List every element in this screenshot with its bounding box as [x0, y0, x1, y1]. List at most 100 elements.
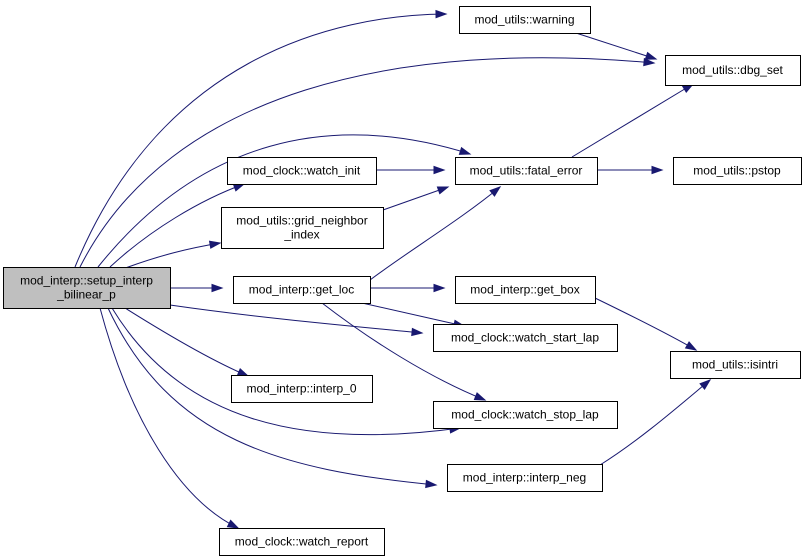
edge-line	[361, 302, 465, 327]
edge-arrowhead	[433, 283, 446, 293]
edge-arrowhead	[699, 379, 712, 390]
edge-get_box-to-isintri	[594, 297, 698, 351]
edge-get_loc-to-watch_stop_lap	[321, 302, 487, 401]
edge-arrowhead	[489, 186, 502, 197]
node-label: mod_clock::watch_init	[243, 164, 361, 178]
edge-setup-to-watch_stop_lap	[111, 307, 462, 436]
edge-grid_neighbor-to-fatal_error	[382, 186, 450, 211]
node-setup[interactable]: mod_interp::setup_interp_bilinear_p	[3, 267, 171, 309]
edge-setup-to-dbg_set	[79, 57, 656, 268]
edge-line	[369, 186, 501, 281]
edge-setup-to-watch_report	[99, 307, 240, 529]
node-isintri[interactable]: mod_utils::isintri	[670, 351, 801, 379]
edge-setup-to-grid_neighbor	[119, 240, 222, 271]
node-label: mod_clock::watch_report	[235, 535, 369, 549]
node-interp-0[interactable]: mod_interp::interp_0	[231, 375, 373, 403]
node-box	[227, 157, 377, 185]
node-grid-neighbor[interactable]: mod_utils::grid_neighbor_index	[221, 207, 384, 249]
node-label: mod_utils::isintri	[692, 358, 778, 372]
edge-line	[79, 57, 655, 268]
node-label: mod_utils::warning	[474, 13, 574, 27]
node-dbg-set[interactable]: mod_utils::dbg_set	[665, 55, 801, 86]
node-watch-stop-lap[interactable]: mod_clock::watch_stop_lap	[433, 401, 618, 429]
node-box	[670, 351, 801, 379]
edge-arrowhead	[435, 9, 448, 19]
edge-setup-to-interp_neg	[107, 307, 438, 489]
edge-setup-to-fatal_error	[97, 134, 472, 268]
edge-get_loc-to-watch_start_lap	[361, 302, 466, 328]
node-label: mod_clock::watch_start_lap	[451, 331, 599, 345]
edge-line	[99, 307, 239, 529]
edge-arrowhead	[433, 165, 446, 175]
edge-get_loc-to-get_box	[370, 283, 446, 293]
node-box	[231, 375, 373, 403]
node-interp-neg[interactable]: mod_interp::interp_neg	[447, 464, 603, 492]
node-label: mod_interp::setup_interp	[20, 274, 153, 288]
edge-line	[169, 304, 423, 334]
edge-line	[119, 242, 221, 271]
node-label: mod_clock::watch_stop_lap	[451, 408, 599, 422]
edge-arrowhead	[226, 519, 240, 529]
edge-line	[97, 134, 471, 268]
edge-line	[111, 307, 461, 436]
edge-watch_init-to-fatal_error	[376, 165, 446, 175]
node-label: mod_utils::dbg_set	[682, 63, 783, 77]
edge-arrowhead	[436, 186, 450, 195]
node-watch-start-lap[interactable]: mod_clock::watch_start_lap	[433, 324, 618, 352]
edge-setup-to-warning	[74, 9, 448, 268]
node-label: _bilinear_p	[56, 288, 116, 302]
edge-arrowhead	[232, 183, 246, 192]
node-warning[interactable]: mod_utils::warning	[459, 6, 591, 34]
edge-line	[109, 183, 245, 268]
node-box	[221, 207, 384, 249]
node-box	[459, 6, 591, 34]
node-watch-init[interactable]: mod_clock::watch_init	[227, 157, 377, 185]
node-box	[673, 157, 802, 185]
node-pstop[interactable]: mod_utils::pstop	[673, 157, 802, 185]
edge-arrowhead	[236, 368, 250, 377]
node-box	[447, 464, 603, 492]
edge-interp_neg-to-isintri	[599, 379, 712, 466]
edge-line	[571, 83, 694, 158]
edge-get_loc-to-fatal_error	[369, 186, 502, 281]
node-label: mod_utils::pstop	[693, 164, 781, 178]
edge-arrowhead	[684, 341, 698, 351]
edge-line	[599, 379, 711, 466]
node-box	[433, 324, 618, 352]
node-box	[665, 55, 801, 86]
node-box	[455, 157, 598, 185]
edge-line	[382, 186, 449, 211]
edge-line	[321, 302, 486, 401]
node-label: mod_utils::grid_neighbor	[236, 214, 367, 228]
node-box	[3, 267, 171, 309]
edge-line	[107, 307, 437, 486]
edge-arrowhead	[473, 392, 487, 401]
node-fatal-error[interactable]: mod_utils::fatal_error	[455, 157, 598, 185]
edge-setup-to-watch_start_lap	[169, 304, 424, 337]
node-label: _index	[283, 228, 319, 242]
edge-line	[74, 13, 447, 268]
node-watch-report[interactable]: mod_clock::watch_report	[219, 528, 385, 556]
edge-arrowhead	[425, 479, 438, 489]
edge-arrowhead	[651, 165, 664, 175]
node-get-box[interactable]: mod_interp::get_box	[455, 276, 596, 304]
node-box	[233, 276, 371, 304]
node-layer: mod_interp::setup_interp_bilinear_pmod_u…	[3, 6, 802, 556]
node-label: mod_interp::interp_neg	[463, 471, 586, 485]
edge-arrowhead	[643, 57, 656, 67]
node-get-loc[interactable]: mod_interp::get_loc	[233, 276, 371, 304]
node-box	[455, 276, 596, 304]
edge-arrowhead	[211, 283, 224, 293]
edge-arrowhead	[644, 51, 658, 60]
node-label: mod_interp::interp_0	[246, 382, 356, 396]
node-box	[219, 528, 385, 556]
edge-arrowhead	[458, 146, 472, 155]
edge-fatal_error-to-pstop	[597, 165, 664, 175]
edge-warning-to-dbg_set	[575, 32, 658, 60]
node-label: mod_utils::fatal_error	[470, 164, 583, 178]
node-box	[433, 401, 618, 429]
edge-arrowhead	[411, 327, 424, 337]
edge-arrowhead	[208, 240, 222, 249]
edge-fatal_error-to-dbg_set	[571, 83, 695, 158]
